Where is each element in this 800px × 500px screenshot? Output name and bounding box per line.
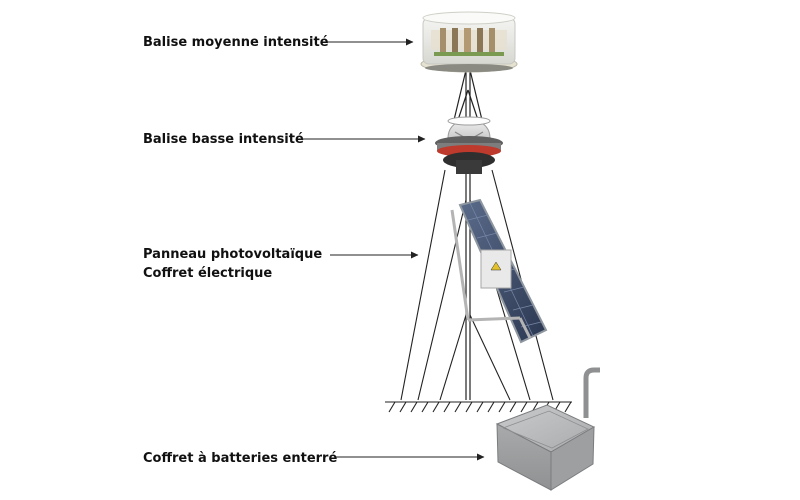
- low-intensity-beacon-image: [435, 116, 503, 174]
- label-buried-battery-box: Coffret à batteries enterré: [143, 451, 338, 466]
- label-low-intensity-beacon: Balise basse intensité: [143, 132, 304, 147]
- label-electric-box: Coffret électrique: [143, 266, 273, 281]
- label-medium-intensity-beacon: Balise moyenne intensité: [143, 35, 329, 50]
- ground-line: [385, 401, 572, 413]
- solar-panel-assembly-image: [450, 198, 548, 344]
- medium-intensity-beacon-image: [420, 11, 518, 73]
- battery-box-image: [495, 367, 600, 491]
- label-photovoltaic-panel: Panneau photovoltaïque: [143, 247, 323, 262]
